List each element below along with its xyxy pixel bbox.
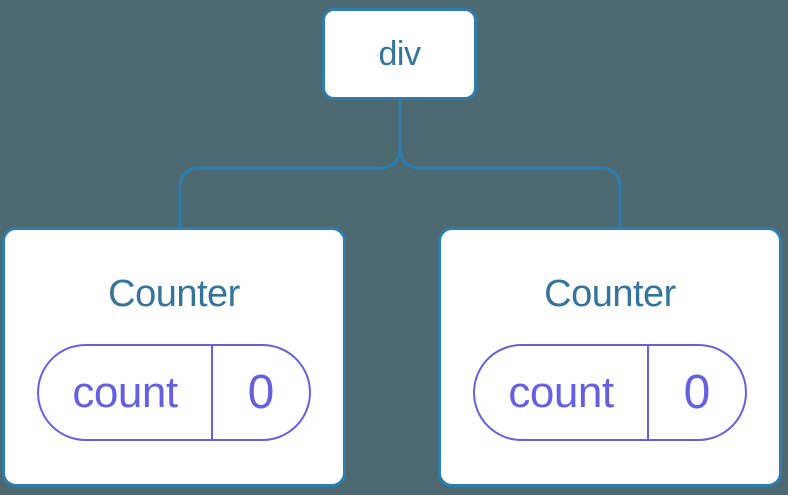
connector-root-to-left-child bbox=[178, 99, 402, 229]
state-value: 0 bbox=[247, 366, 275, 419]
root-node-label: div bbox=[378, 34, 421, 73]
state-pill: count 0 bbox=[37, 344, 311, 441]
state-value: 0 bbox=[683, 366, 711, 419]
component-name-label: Counter bbox=[108, 273, 240, 315]
root-node-div: div bbox=[322, 8, 477, 100]
connector-root-to-right-child bbox=[398, 99, 622, 229]
component-name-label: Counter bbox=[544, 273, 676, 315]
state-pill: count 0 bbox=[473, 344, 747, 441]
counter-component-card-right: Counter count 0 bbox=[438, 227, 782, 487]
counter-component-card-left: Counter count 0 bbox=[2, 227, 346, 487]
state-key-label: count bbox=[39, 346, 213, 439]
state-key-label: count bbox=[475, 346, 649, 439]
